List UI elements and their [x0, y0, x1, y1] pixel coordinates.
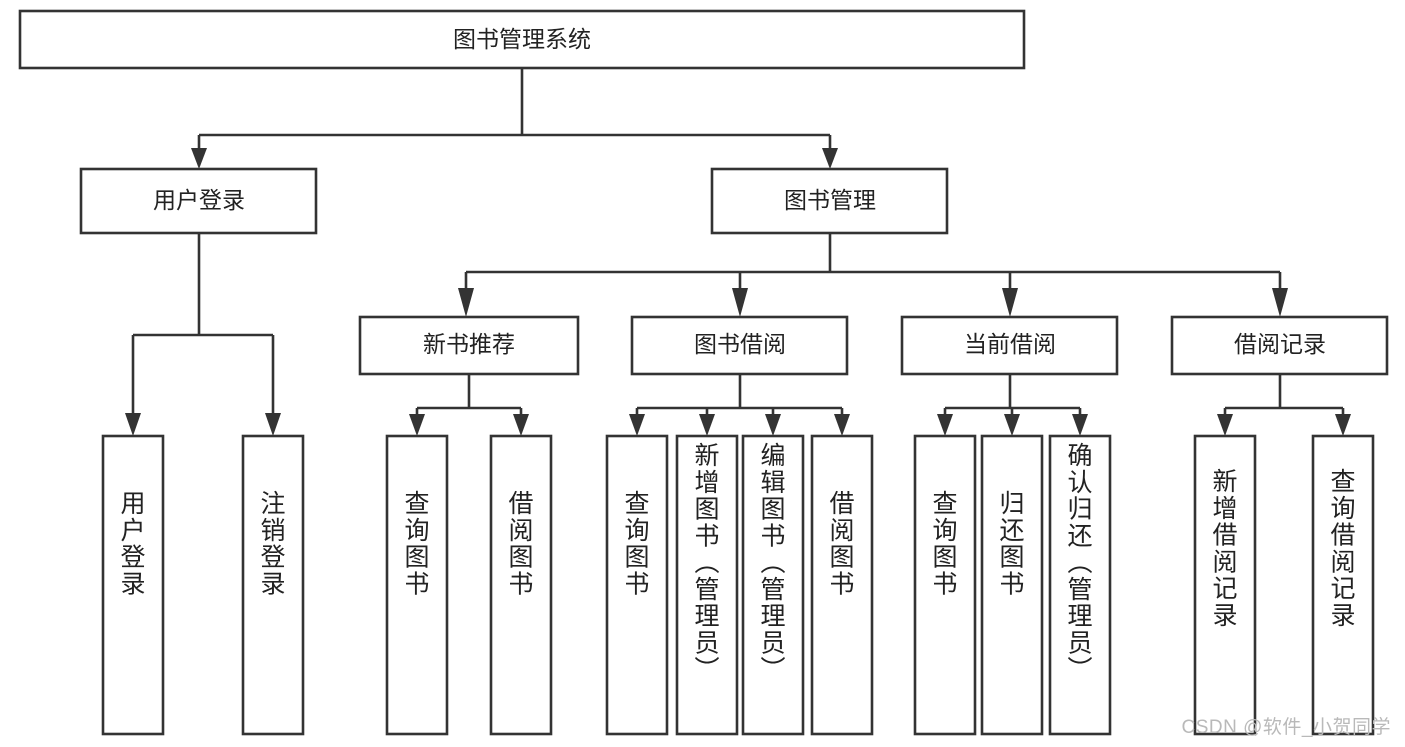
node-book-borrow-box[interactable]	[630, 315, 849, 376]
node-leaf-add-book[interactable]: 新增图书︵管理员︶	[675, 434, 739, 736]
arrow-head-leaf-query-book-1	[409, 414, 425, 436]
node-borrow-record-box[interactable]	[1170, 315, 1389, 376]
node-leaf-query-book-2-label: 查询图书	[624, 490, 649, 598]
node-leaf-user-login[interactable]: 用户登录	[101, 434, 165, 736]
node-leaf-logout-login-label: 注销登录	[260, 490, 285, 598]
node-leaf-confirm-return-box[interactable]	[1048, 434, 1112, 736]
node-new-book-recommend-label: 新书推荐	[423, 331, 515, 357]
node-leaf-query-book-3[interactable]: 查询图书	[913, 434, 977, 736]
arrow-head-book-management	[822, 148, 838, 169]
node-leaf-borrow-book-2-label: 借阅图书	[829, 490, 854, 598]
node-leaf-logout-login-box[interactable]	[241, 434, 305, 736]
node-leaf-add-record-label: 新增借阅记录	[1212, 468, 1237, 630]
arrow-head-user-login	[191, 148, 207, 169]
node-leaf-edit-book[interactable]: 编辑图书︵管理员︶	[741, 434, 805, 736]
node-leaf-return-book-label: 归还图书	[999, 490, 1024, 598]
node-leaf-query-record-label: 查询借阅记录	[1330, 468, 1355, 630]
node-leaf-edit-book-label: 编辑图书︵管理员︶	[760, 442, 785, 684]
arrow-head-current-borrow	[1002, 288, 1018, 317]
node-new-book-recommend[interactable]: 新书推荐	[358, 315, 580, 376]
node-root[interactable]: 图书管理系统	[18, 9, 1026, 70]
node-user-login[interactable]: 用户登录	[79, 167, 318, 235]
arrow-head-leaf-query-book-2	[629, 414, 645, 436]
node-current-borrow-box[interactable]	[900, 315, 1119, 376]
arrow-head-leaf-query-record	[1335, 414, 1351, 436]
arrow-head-leaf-user-login	[125, 413, 141, 436]
node-leaf-add-book-label: 新增图书︵管理员︶	[694, 442, 719, 684]
arrow-head-leaf-add-book	[699, 414, 715, 436]
node-leaf-edit-book-box[interactable]	[741, 434, 805, 736]
arrow-head-leaf-borrow-book-1	[513, 414, 529, 436]
node-leaf-query-book-2-box[interactable]	[605, 434, 669, 736]
node-new-book-recommend-box[interactable]	[358, 315, 580, 376]
node-leaf-query-book-1-box[interactable]	[385, 434, 449, 736]
node-book-borrow-label: 图书借阅	[694, 331, 786, 357]
node-leaf-return-book[interactable]: 归还图书	[980, 434, 1044, 736]
arrow-head-new-book-recommend	[458, 288, 474, 317]
arrow-head-book-borrow	[732, 288, 748, 317]
arrow-head-leaf-query-book-3	[937, 414, 953, 436]
node-book-management[interactable]: 图书管理	[710, 167, 949, 235]
arrow-head-leaf-borrow-book-2	[834, 414, 850, 436]
leaf-nodes-layer: 用户登录 注销登录 查询图书 借阅图书 查询图书 新增图书︵管理员︶ 编辑图书︵…	[101, 434, 1375, 736]
node-root-label: 图书管理系统	[453, 26, 591, 52]
node-leaf-query-book-3-box[interactable]	[913, 434, 977, 736]
node-leaf-borrow-book-2[interactable]: 借阅图书	[810, 434, 874, 736]
arrow-head-leaf-confirm-return	[1072, 414, 1088, 436]
node-current-borrow-label: 当前借阅	[964, 331, 1056, 357]
arrow-head-leaf-logout-login	[265, 413, 281, 436]
node-leaf-borrow-book-2-box[interactable]	[810, 434, 874, 736]
node-leaf-query-book-1[interactable]: 查询图书	[385, 434, 449, 736]
node-leaf-query-book-1-label: 查询图书	[404, 490, 429, 598]
node-leaf-add-record[interactable]: 新增借阅记录	[1193, 434, 1257, 736]
arrow-head-leaf-add-record	[1217, 414, 1233, 436]
arrow-head-leaf-return-book	[1004, 414, 1020, 436]
node-leaf-add-record-box[interactable]	[1193, 434, 1257, 736]
node-leaf-add-book-box[interactable]	[675, 434, 739, 736]
node-leaf-borrow-book-1-label: 借阅图书	[508, 490, 533, 598]
node-leaf-return-book-box[interactable]	[980, 434, 1044, 736]
node-book-management-box[interactable]	[710, 167, 949, 235]
arrow-head-borrow-record	[1272, 288, 1288, 317]
node-user-login-box[interactable]	[79, 167, 318, 235]
node-leaf-confirm-return-label: 确认归还︵管理员︶	[1067, 442, 1092, 684]
node-user-login-label: 用户登录	[153, 187, 245, 213]
node-book-borrow[interactable]: 图书借阅	[630, 315, 849, 376]
node-leaf-query-record[interactable]: 查询借阅记录	[1311, 434, 1375, 736]
node-leaf-user-login-box[interactable]	[101, 434, 165, 736]
node-leaf-query-record-box[interactable]	[1311, 434, 1375, 736]
node-leaf-logout-login[interactable]: 注销登录	[241, 434, 305, 736]
edge-layer	[125, 68, 1351, 436]
node-leaf-confirm-return[interactable]: 确认归还︵管理员︶	[1048, 434, 1112, 736]
node-leaf-query-book-3-label: 查询图书	[932, 490, 957, 598]
node-leaf-borrow-book-1[interactable]: 借阅图书	[489, 434, 553, 736]
node-root-box[interactable]	[18, 9, 1026, 70]
node-borrow-record[interactable]: 借阅记录	[1170, 315, 1389, 376]
node-current-borrow[interactable]: 当前借阅	[900, 315, 1119, 376]
node-leaf-borrow-book-1-box[interactable]	[489, 434, 553, 736]
node-book-management-label: 图书管理	[784, 187, 876, 213]
arrow-head-leaf-edit-book	[765, 414, 781, 436]
node-borrow-record-label: 借阅记录	[1234, 331, 1326, 357]
node-leaf-user-login-label: 用户登录	[120, 490, 145, 598]
node-leaf-query-book-2[interactable]: 查询图书	[605, 434, 669, 736]
